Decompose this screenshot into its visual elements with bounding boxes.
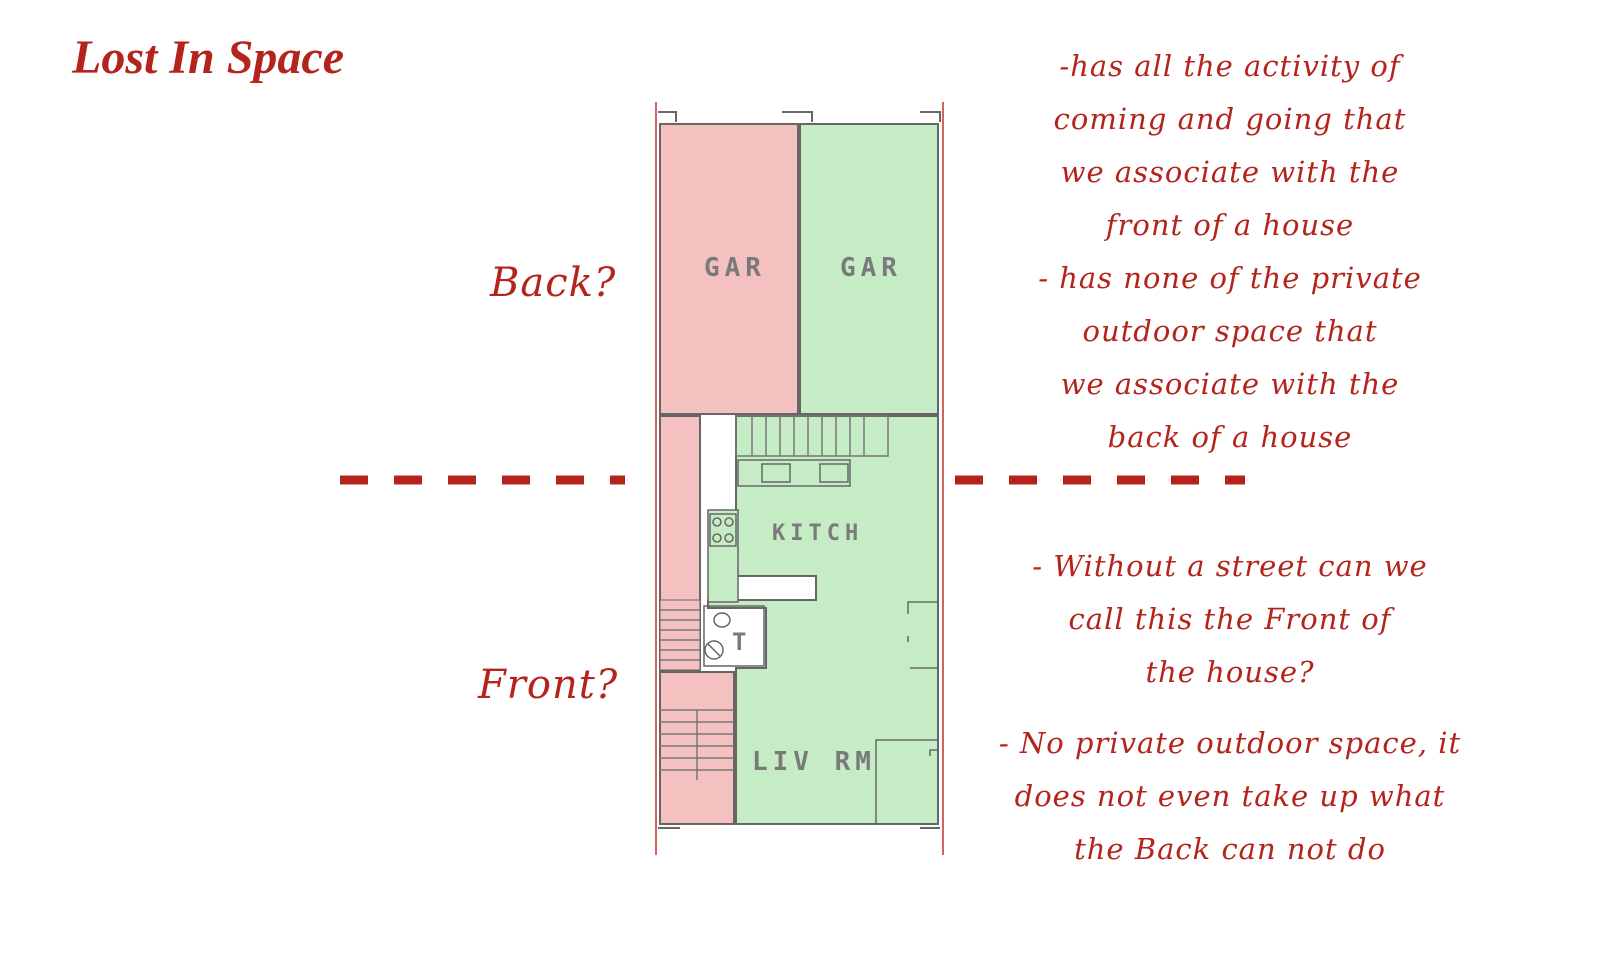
- back-note-line: - has none of the private: [1038, 261, 1422, 295]
- back-note-line: -has all the activity of: [1059, 49, 1401, 83]
- page-title: Lost In Space: [72, 31, 345, 84]
- front-notes: - Without a street can we call this the …: [950, 540, 1510, 876]
- front-label: Front?: [478, 662, 619, 708]
- back-note-line: we associate with the: [1060, 155, 1400, 189]
- garage-right-zone: [799, 123, 939, 415]
- stair-upper: [735, 415, 889, 457]
- kitchen-left-zone: [707, 509, 739, 603]
- property-lines: [655, 102, 944, 855]
- right-wall-details: [875, 601, 938, 824]
- kitchen-fixtures: [709, 459, 851, 547]
- room-label-garage-left: GAR: [704, 253, 766, 283]
- front-note-line: the house?: [1145, 655, 1315, 689]
- back-notes: -has all the activity of coming and goin…: [950, 40, 1510, 464]
- room-label-living-room: LIV RM: [752, 747, 876, 777]
- garage-left-zone: [659, 123, 799, 415]
- top-wall: [658, 111, 941, 829]
- living-zone: [707, 415, 939, 825]
- room-label-toilet: T: [732, 628, 751, 656]
- stair-lower: [660, 609, 734, 780]
- back-note-line: back of a house: [1107, 420, 1353, 454]
- back-note-line: coming and going that: [1053, 102, 1407, 136]
- back-note-line: outdoor space that: [1082, 314, 1378, 348]
- front-note-line: the Back can not do: [1074, 832, 1386, 866]
- back-note-line: we associate with the: [1060, 367, 1400, 401]
- front-note-line: call this the Front of: [1068, 602, 1392, 636]
- back-note-line: front of a house: [1105, 208, 1355, 242]
- room-label-garage-right: GAR: [840, 253, 902, 283]
- front-note-line: does not even take up what: [1014, 779, 1446, 813]
- upper-stair-zone: [659, 599, 701, 671]
- front-note-line: - Without a street can we: [1032, 549, 1428, 583]
- front-note-line: - No private outdoor space, it: [998, 726, 1462, 760]
- toilet-fixtures: [703, 605, 765, 667]
- back-label: Back?: [490, 260, 617, 306]
- room-label-kitchen: KITCH: [772, 521, 863, 546]
